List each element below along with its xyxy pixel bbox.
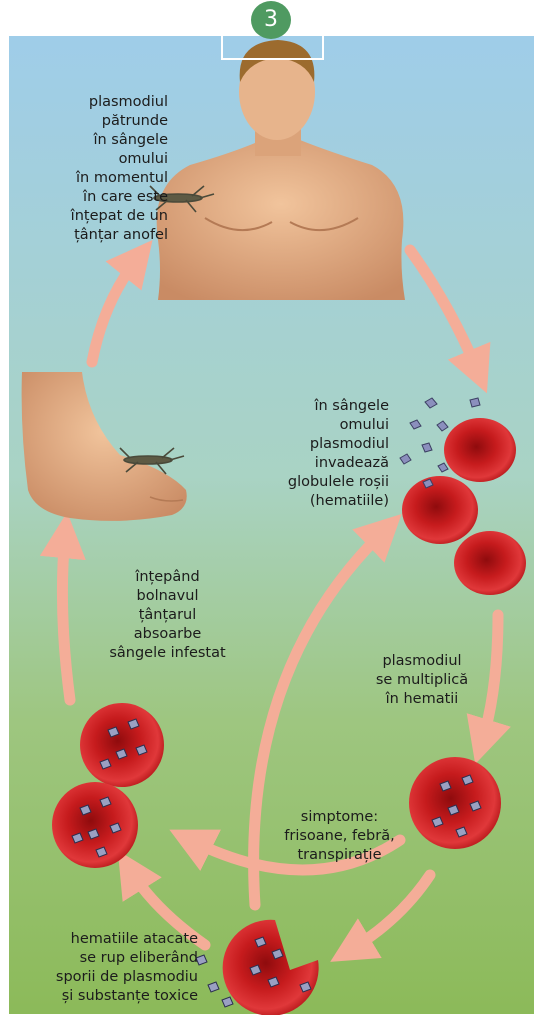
label-invasion: în sângele omului plasmodiul invadează g…	[264, 397, 389, 511]
label-mosquito-bite: înțepând bolnavul țânțarul absoarbe sâng…	[95, 568, 240, 663]
label-multiplication: plasmodiul se multiplică în hematii	[357, 652, 487, 709]
label-infection: plasmodiul pătrunde în sângele omului în…	[40, 93, 168, 245]
label-symptoms: simptome: frisoane, febră, transpirație	[272, 808, 407, 865]
figure-number-badge: 3	[251, 1, 291, 39]
label-rupture: hematiile atacate se rup eliberând spori…	[8, 930, 198, 1006]
